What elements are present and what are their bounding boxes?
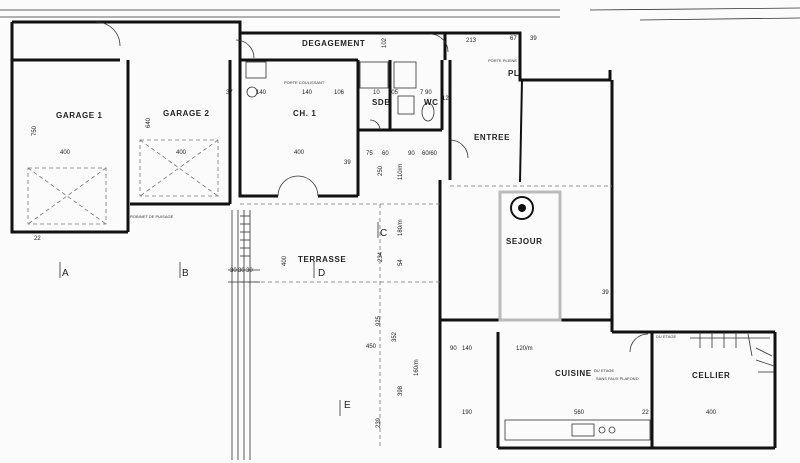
axis-a: A: [62, 268, 69, 279]
dim-cuisine-140: 140: [462, 346, 473, 352]
dim-garage-width: 400: [60, 150, 71, 156]
dim-deg-37: 37: [226, 90, 233, 96]
dim-ch-90: 90: [408, 151, 415, 157]
cellier-staircase: [690, 332, 775, 373]
room-entree: ENTREE: [474, 133, 510, 142]
dim-deg-102: 102: [382, 37, 388, 48]
dim-cuisine-190: 190: [462, 410, 473, 416]
terrace-steps: [228, 210, 260, 460]
note-etage2: DU ETAGE: [656, 334, 676, 339]
dim-bottom-239: 239: [376, 417, 382, 428]
annotation-notes: ROBINET DE PUISAGE PORTE PLEINE SANS FAU…: [130, 58, 676, 381]
dim-terrasse-400: 400: [282, 255, 288, 266]
dim-cuisine-90: 90: [450, 346, 457, 352]
axis-markers: A B C D E: [59, 222, 387, 416]
garage-hatching: [27, 139, 219, 225]
kitchen-counter: [504, 419, 651, 441]
dim-sejour-39: 39: [602, 290, 609, 296]
dim-ch1-width: 400: [294, 150, 305, 156]
dim-ch1-140b: 140: [302, 90, 313, 96]
dim-30c: 30: [246, 268, 253, 274]
dim-bottom-22: 22: [34, 236, 41, 242]
dim-garage2-width: 400: [176, 150, 187, 156]
room-sejour: SEJOUR: [506, 237, 543, 246]
dim-ch1-140a: 140: [256, 90, 267, 96]
room-garage1: GARAGE 1: [56, 111, 103, 120]
room-labels: GARAGE 1 GARAGE 2 DEGAGEMENT CH. 1 SDB W…: [56, 39, 730, 380]
dim-garage-depth: 750: [32, 125, 38, 136]
fireplace-icon: [510, 79, 534, 220]
note-plafond: SANS FAUX PLAFOND: [596, 376, 639, 381]
dim-sdb-205: 205: [388, 90, 399, 96]
room-ch1: CH. 1: [293, 109, 316, 118]
dim-ch1-106: 106: [334, 90, 345, 96]
room-degagement: DEGAGEMENT: [302, 39, 365, 48]
dashed-lines: [240, 185, 612, 448]
door-swings: [95, 21, 649, 353]
room-cellier: CELLIER: [692, 371, 730, 380]
dim-30b: 30: [238, 268, 245, 274]
room-wc: WC: [424, 98, 439, 107]
dim-ch-75: 75: [366, 151, 373, 157]
room-garage2: GARAGE 2: [163, 109, 210, 118]
dim-deg-39: 39: [530, 36, 537, 42]
dim-sdb-10: 10: [373, 90, 380, 96]
dim-terrasse-925: 925: [376, 315, 382, 326]
dim-terrasse-450: 450: [366, 344, 377, 350]
note-coulissant: PORTE COULISSANT: [284, 80, 325, 85]
dim-terrasse-180: 180/m: [398, 219, 404, 236]
room-terrasse: TERRASSE: [298, 255, 346, 264]
dim-terrasse-54: 54: [398, 259, 404, 266]
room-cuisine: CUISINE: [555, 369, 592, 378]
dim-deg-213: 213: [466, 38, 477, 44]
room-sdb: SDB: [372, 98, 391, 107]
dim-30a: 30: [230, 268, 237, 274]
dim-ch-39: 39: [344, 160, 351, 166]
bathroom-fixtures: [245, 61, 435, 122]
dim-sdb-122: 122: [442, 96, 453, 102]
axis-b: B: [182, 268, 189, 279]
note-porte: PORTE PLEINE: [488, 58, 517, 63]
dim-cuisine-160: 160/m: [414, 359, 420, 376]
dim-bottom-398: 398: [398, 385, 404, 396]
note-robinet: ROBINET DE PUISAGE: [130, 214, 174, 219]
dim-cuisine-120: 120/m: [516, 346, 533, 352]
dim-cellier-400: 400: [706, 410, 717, 416]
dim-deg-67: 67: [510, 36, 517, 42]
sejour-table: [498, 190, 562, 322]
dim-sdb-790: 7 90: [420, 90, 432, 96]
top-dimension-lines: [0, 7, 800, 21]
dim-cuisine-560: 560: [574, 410, 585, 416]
dim-ch-6060: 60/60: [422, 151, 438, 157]
dimension-labels: 400 750 640 400 400 140 140 106 102 213 …: [32, 36, 717, 428]
room-pl: PL: [508, 69, 519, 78]
exterior-walls: [10, 20, 777, 450]
dim-terrasse-250: 250: [378, 165, 384, 176]
dim-cuisine-22: 22: [642, 410, 649, 416]
axis-d: D: [318, 268, 325, 279]
dim-terrasse-352: 352: [392, 331, 398, 342]
note-etage: DU ETAGE: [594, 368, 614, 373]
dim-terrasse-110: 110/m: [398, 164, 404, 180]
axis-e: E: [344, 400, 351, 411]
dim-ch-60: 60: [382, 151, 389, 157]
axis-c: C: [380, 228, 387, 239]
dim-terrasse-234: 234: [378, 251, 384, 262]
dim-garage2-depth: 640: [146, 117, 152, 128]
